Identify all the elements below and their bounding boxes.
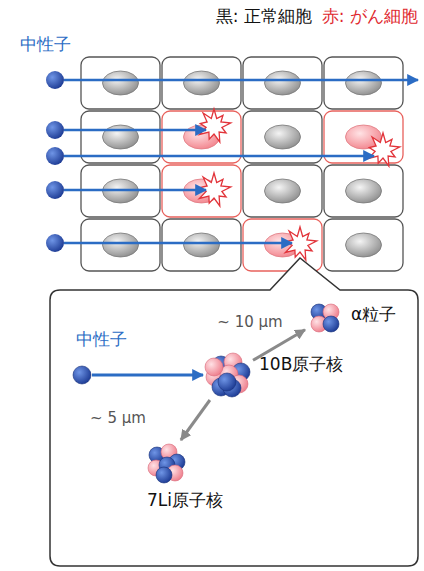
cell-membrane (81, 219, 160, 271)
particle-label: 10B原子核 (259, 354, 343, 374)
neutron-ball (156, 467, 172, 483)
cell-nucleus (103, 125, 139, 149)
color-key: 黒: 正常細胞赤: がん細胞 (216, 6, 418, 26)
neutron-dot (46, 181, 64, 199)
alpha-particle: α粒子 (305, 298, 345, 338)
neutron-ball (323, 316, 339, 332)
nucleon-cluster (203, 350, 253, 400)
nucleon-cluster (305, 298, 345, 338)
cell-nucleus (265, 179, 301, 203)
neutron-ball (218, 373, 236, 391)
lithium-nucleus: 7Li原子核 (143, 440, 187, 484)
beam-arrow (64, 79, 418, 82)
color-key-label: 黒: 正常細胞 (216, 6, 312, 26)
normal-cell (81, 57, 160, 109)
normal-cell (324, 219, 403, 271)
cell-nucleus (346, 71, 382, 95)
reaction-burst (199, 109, 230, 142)
track-arrow (92, 374, 203, 377)
neutron-dot (46, 147, 64, 165)
cell-membrane (243, 57, 322, 109)
cell-membrane (243, 219, 322, 271)
neutron-beam (46, 181, 206, 199)
proton-ball (205, 358, 223, 376)
cell-membrane (324, 165, 403, 217)
cell-nucleus (346, 179, 382, 203)
cell-nucleus (103, 233, 139, 257)
nucleon-cluster (72, 365, 92, 385)
cell-membrane (243, 165, 322, 217)
neutron-dot (46, 121, 64, 139)
neutron-beam (46, 234, 292, 252)
range-label: ~ 5 μm (88, 409, 148, 427)
normal-cell (324, 57, 403, 109)
particle-label: 7Li原子核 (147, 490, 223, 510)
neutron: 中性子 (72, 365, 92, 385)
neutron-dot (46, 71, 64, 89)
cell-membrane (81, 57, 160, 109)
cell-nucleus (265, 71, 301, 95)
neutron-beam (46, 147, 374, 165)
beam-arrow (64, 242, 292, 245)
cancer-cell (243, 219, 322, 271)
neutron-beam (46, 121, 206, 139)
beam-label: 中性子 (20, 34, 71, 54)
normal-cell (243, 165, 322, 217)
color-key-label: 赤: がん細胞 (322, 6, 418, 26)
normal-cell (162, 219, 241, 271)
cell-membrane (324, 57, 403, 109)
cell-nucleus (103, 71, 139, 95)
normal-cell (243, 57, 322, 109)
cell-nucleus (346, 233, 382, 257)
beam-arrow (64, 155, 374, 158)
track-arrow (181, 400, 210, 440)
cell-nucleus (184, 71, 220, 95)
particle-label: 中性子 (76, 329, 127, 349)
cell-membrane (324, 219, 403, 271)
nucleon-cluster (143, 440, 187, 484)
normal-cell (81, 219, 160, 271)
cell-membrane (162, 219, 241, 271)
cell-nucleus (265, 125, 301, 149)
normal-cell (162, 57, 241, 109)
neutron-ball (73, 366, 91, 384)
cell-nucleus (184, 233, 220, 257)
neutron-beam (46, 71, 418, 89)
reaction-burst (368, 133, 399, 166)
inset-callout (50, 258, 418, 566)
normal-cell (324, 165, 403, 217)
range-label: ~ 10 μm (215, 313, 284, 331)
cell-membrane (162, 57, 241, 109)
beam-arrow (64, 189, 206, 192)
boron-nucleus: 10B原子核 (203, 350, 253, 400)
neutron-dot (46, 234, 64, 252)
beam-arrow (64, 129, 206, 132)
particle-label: α粒子 (351, 304, 396, 324)
